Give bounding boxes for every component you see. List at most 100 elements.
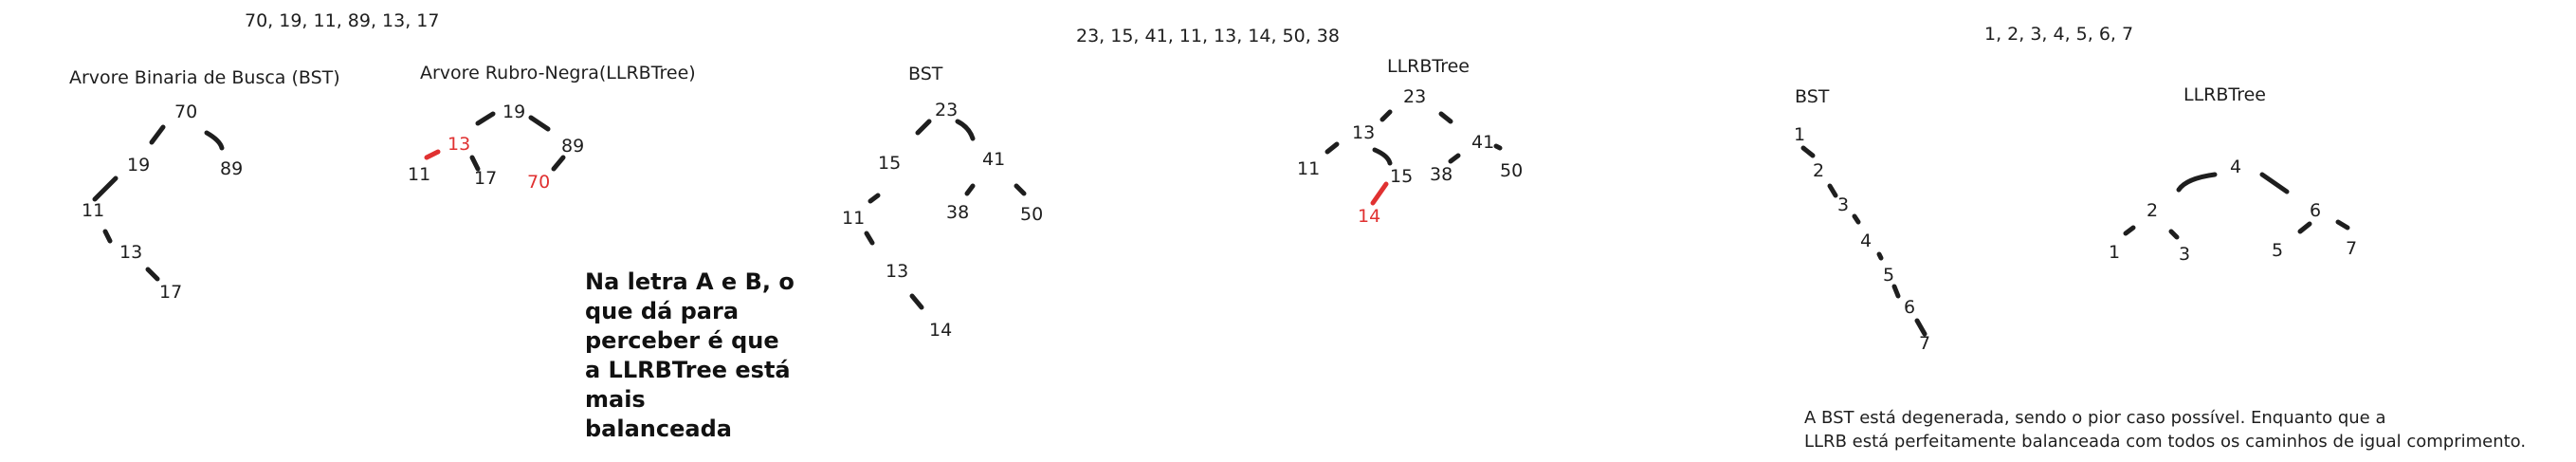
bst-3-tree: 1 2 3 4 5 6 7 (1794, 124, 1930, 354)
bst-2-edge-41-38 (964, 183, 976, 196)
llrb-2-node-38: 38 (1430, 164, 1452, 185)
llrb-1-edge-13-17 (469, 155, 481, 172)
section-1: 70, 19, 11, 89, 13, 17 Arvore Binaria de… (69, 10, 795, 442)
bst-1-node-89: 89 (220, 158, 243, 179)
bst-1-node-19: 19 (127, 155, 150, 176)
llrb-2-node-50: 50 (1500, 160, 1523, 181)
conclusion-line-4: a LLRBTree está (585, 357, 791, 383)
section-2: 23, 15, 41, 11, 13, 14, 50, 38 BST LLRBT… (842, 26, 1523, 341)
bst-2-tree: 23 15 41 11 38 50 13 14 (842, 100, 1043, 341)
llrb-1-node-70: 70 (527, 172, 550, 193)
bst-2-edge-41-50 (1014, 183, 1027, 196)
bst-3-edge-4-5 (1876, 251, 1884, 261)
bst-2-edge-15-11 (868, 193, 881, 204)
bst-3-node-7: 7 (1919, 333, 1930, 354)
bst-3-edge-5-6 (1891, 284, 1901, 299)
llrb-3-edge-4-6 (2259, 172, 2290, 194)
llrb-2-edge-41-50 (1493, 143, 1503, 151)
bst-1-edge-13-17 (145, 267, 160, 282)
llrb-3-node-4: 4 (2230, 157, 2241, 177)
bst-1-tree: 70 19 89 11 13 17 (82, 102, 243, 303)
bst-1-edge-70-19 (149, 124, 166, 145)
llrb-2-node-13: 13 (1352, 122, 1375, 143)
bst-3-node-3: 3 (1837, 194, 1849, 215)
llrb-3-tree: 4 2 6 1 3 5 7 (2109, 157, 2357, 265)
llrb-2-edge-23-13 (1379, 109, 1393, 122)
bst-3-edge-1-2 (1800, 145, 1816, 158)
llrb-3-node-5: 5 (2272, 240, 2283, 261)
llrb-1-node-11: 11 (408, 164, 430, 185)
bst-2-edge-23-41 (955, 119, 976, 141)
bst-2-node-50: 50 (1020, 204, 1043, 225)
llrb-1-edge-19-13 (475, 111, 496, 126)
bst-2-node-11: 11 (842, 208, 865, 229)
note-line-2: LLRB está perfeitamente balanceada com t… (1804, 432, 2526, 452)
conclusion-line-6: balanceada (585, 416, 732, 442)
bst-3-node-5: 5 (1883, 265, 1894, 286)
bst-1-node-13: 13 (119, 242, 142, 263)
bst-1-node-17: 17 (159, 282, 182, 303)
sequence-2: 23, 15, 41, 11, 13, 14, 50, 38 (1076, 26, 1340, 46)
bst-1-edge-11-13 (102, 229, 113, 244)
bst-3-edge-3-4 (1852, 213, 1861, 225)
llrb-3-node-3: 3 (2179, 244, 2190, 265)
bst-2-edge-11-13 (864, 231, 875, 246)
bst-1-edge-70-89 (204, 130, 225, 151)
llrb-3-title: LLRBTree (2183, 84, 2266, 105)
conclusion-line-5: mais (585, 386, 646, 413)
llrb-1-title: Arvore Rubro-Negra(LLRBTree) (420, 63, 696, 83)
llrb-2-node-15: 15 (1390, 166, 1413, 187)
llrb-1-tree: 19 13 89 11 17 70 (408, 102, 584, 193)
conclusion-text: Na letra A e B, o que dá para perceber é… (585, 268, 795, 442)
llrb-1-edge-19-89 (528, 115, 551, 132)
llrb-3-node-1: 1 (2109, 242, 2120, 263)
bst-1-edge-19-11 (92, 176, 119, 202)
llrb-1-node-17: 17 (474, 168, 497, 189)
bst-3-node-4: 4 (1860, 231, 1872, 251)
llrb-3-edge-6-5 (2297, 221, 2312, 234)
conclusion-line-2: que dá para (585, 298, 739, 324)
bst-1-title: Arvore Binaria de Busca (BST) (69, 67, 340, 88)
bst-2-node-23: 23 (935, 100, 958, 120)
conclusion-line-3: perceber é que (585, 327, 779, 354)
bst-1-node-70: 70 (174, 102, 197, 122)
llrb-1-node-13: 13 (448, 134, 470, 155)
llrb-2-edge-13-15 (1372, 147, 1393, 166)
llrb-1-node-19: 19 (502, 102, 525, 122)
llrb-2-edge-41-38 (1448, 153, 1461, 164)
llrb-2-tree: 23 13 41 11 15 38 50 14 (1297, 86, 1523, 227)
llrb-1-node-89: 89 (561, 136, 584, 157)
llrb-2-edge-13-11 (1325, 141, 1340, 155)
bst-3-node-6: 6 (1904, 297, 1915, 318)
llrb-3-edge-2-1 (2123, 225, 2136, 236)
sequence-3: 1, 2, 3, 4, 5, 6, 7 (1984, 24, 2133, 45)
llrb-2-edge-23-41 (1438, 111, 1453, 124)
llrb-2-node-11: 11 (1297, 158, 1320, 179)
llrb-2-title: LLRBTree (1387, 56, 1470, 77)
bst-2-edge-13-14 (909, 293, 924, 310)
bst-2-node-14: 14 (929, 320, 952, 341)
llrb-2-node-23: 23 (1403, 86, 1426, 107)
llrb-1-edge-13-11 (424, 149, 441, 160)
bst-3-title: BST (1795, 86, 1830, 107)
bst-2-node-13: 13 (886, 261, 908, 282)
bst-3-node-1: 1 (1794, 124, 1805, 145)
llrb-3-edge-2-3 (2168, 229, 2180, 240)
bst-3-node-2: 2 (1813, 160, 1824, 181)
bst-2-node-15: 15 (878, 153, 901, 174)
bst-2-edge-23-15 (915, 119, 932, 136)
section-3: 1, 2, 3, 4, 5, 6, 7 BST LLRBTree 1 2 3 4… (1794, 24, 2526, 452)
llrb-3-edge-4-2 (2176, 172, 2218, 193)
bst-2-node-38: 38 (946, 202, 969, 223)
bst-2-title: BST (908, 64, 943, 84)
sequence-1: 70, 19, 11, 89, 13, 17 (245, 10, 439, 31)
bst-2-node-41: 41 (982, 149, 1005, 170)
llrb-2-node-14: 14 (1358, 206, 1380, 227)
bst-1-node-11: 11 (82, 200, 104, 221)
bst-3-edge-2-3 (1827, 183, 1838, 198)
llrb-1-edge-89-70 (551, 155, 566, 172)
llrb-2-node-41: 41 (1471, 132, 1494, 153)
note-line-1: A BST está degenerada, sendo o pior caso… (1804, 408, 2386, 428)
llrb-3-node-2: 2 (2147, 200, 2158, 221)
